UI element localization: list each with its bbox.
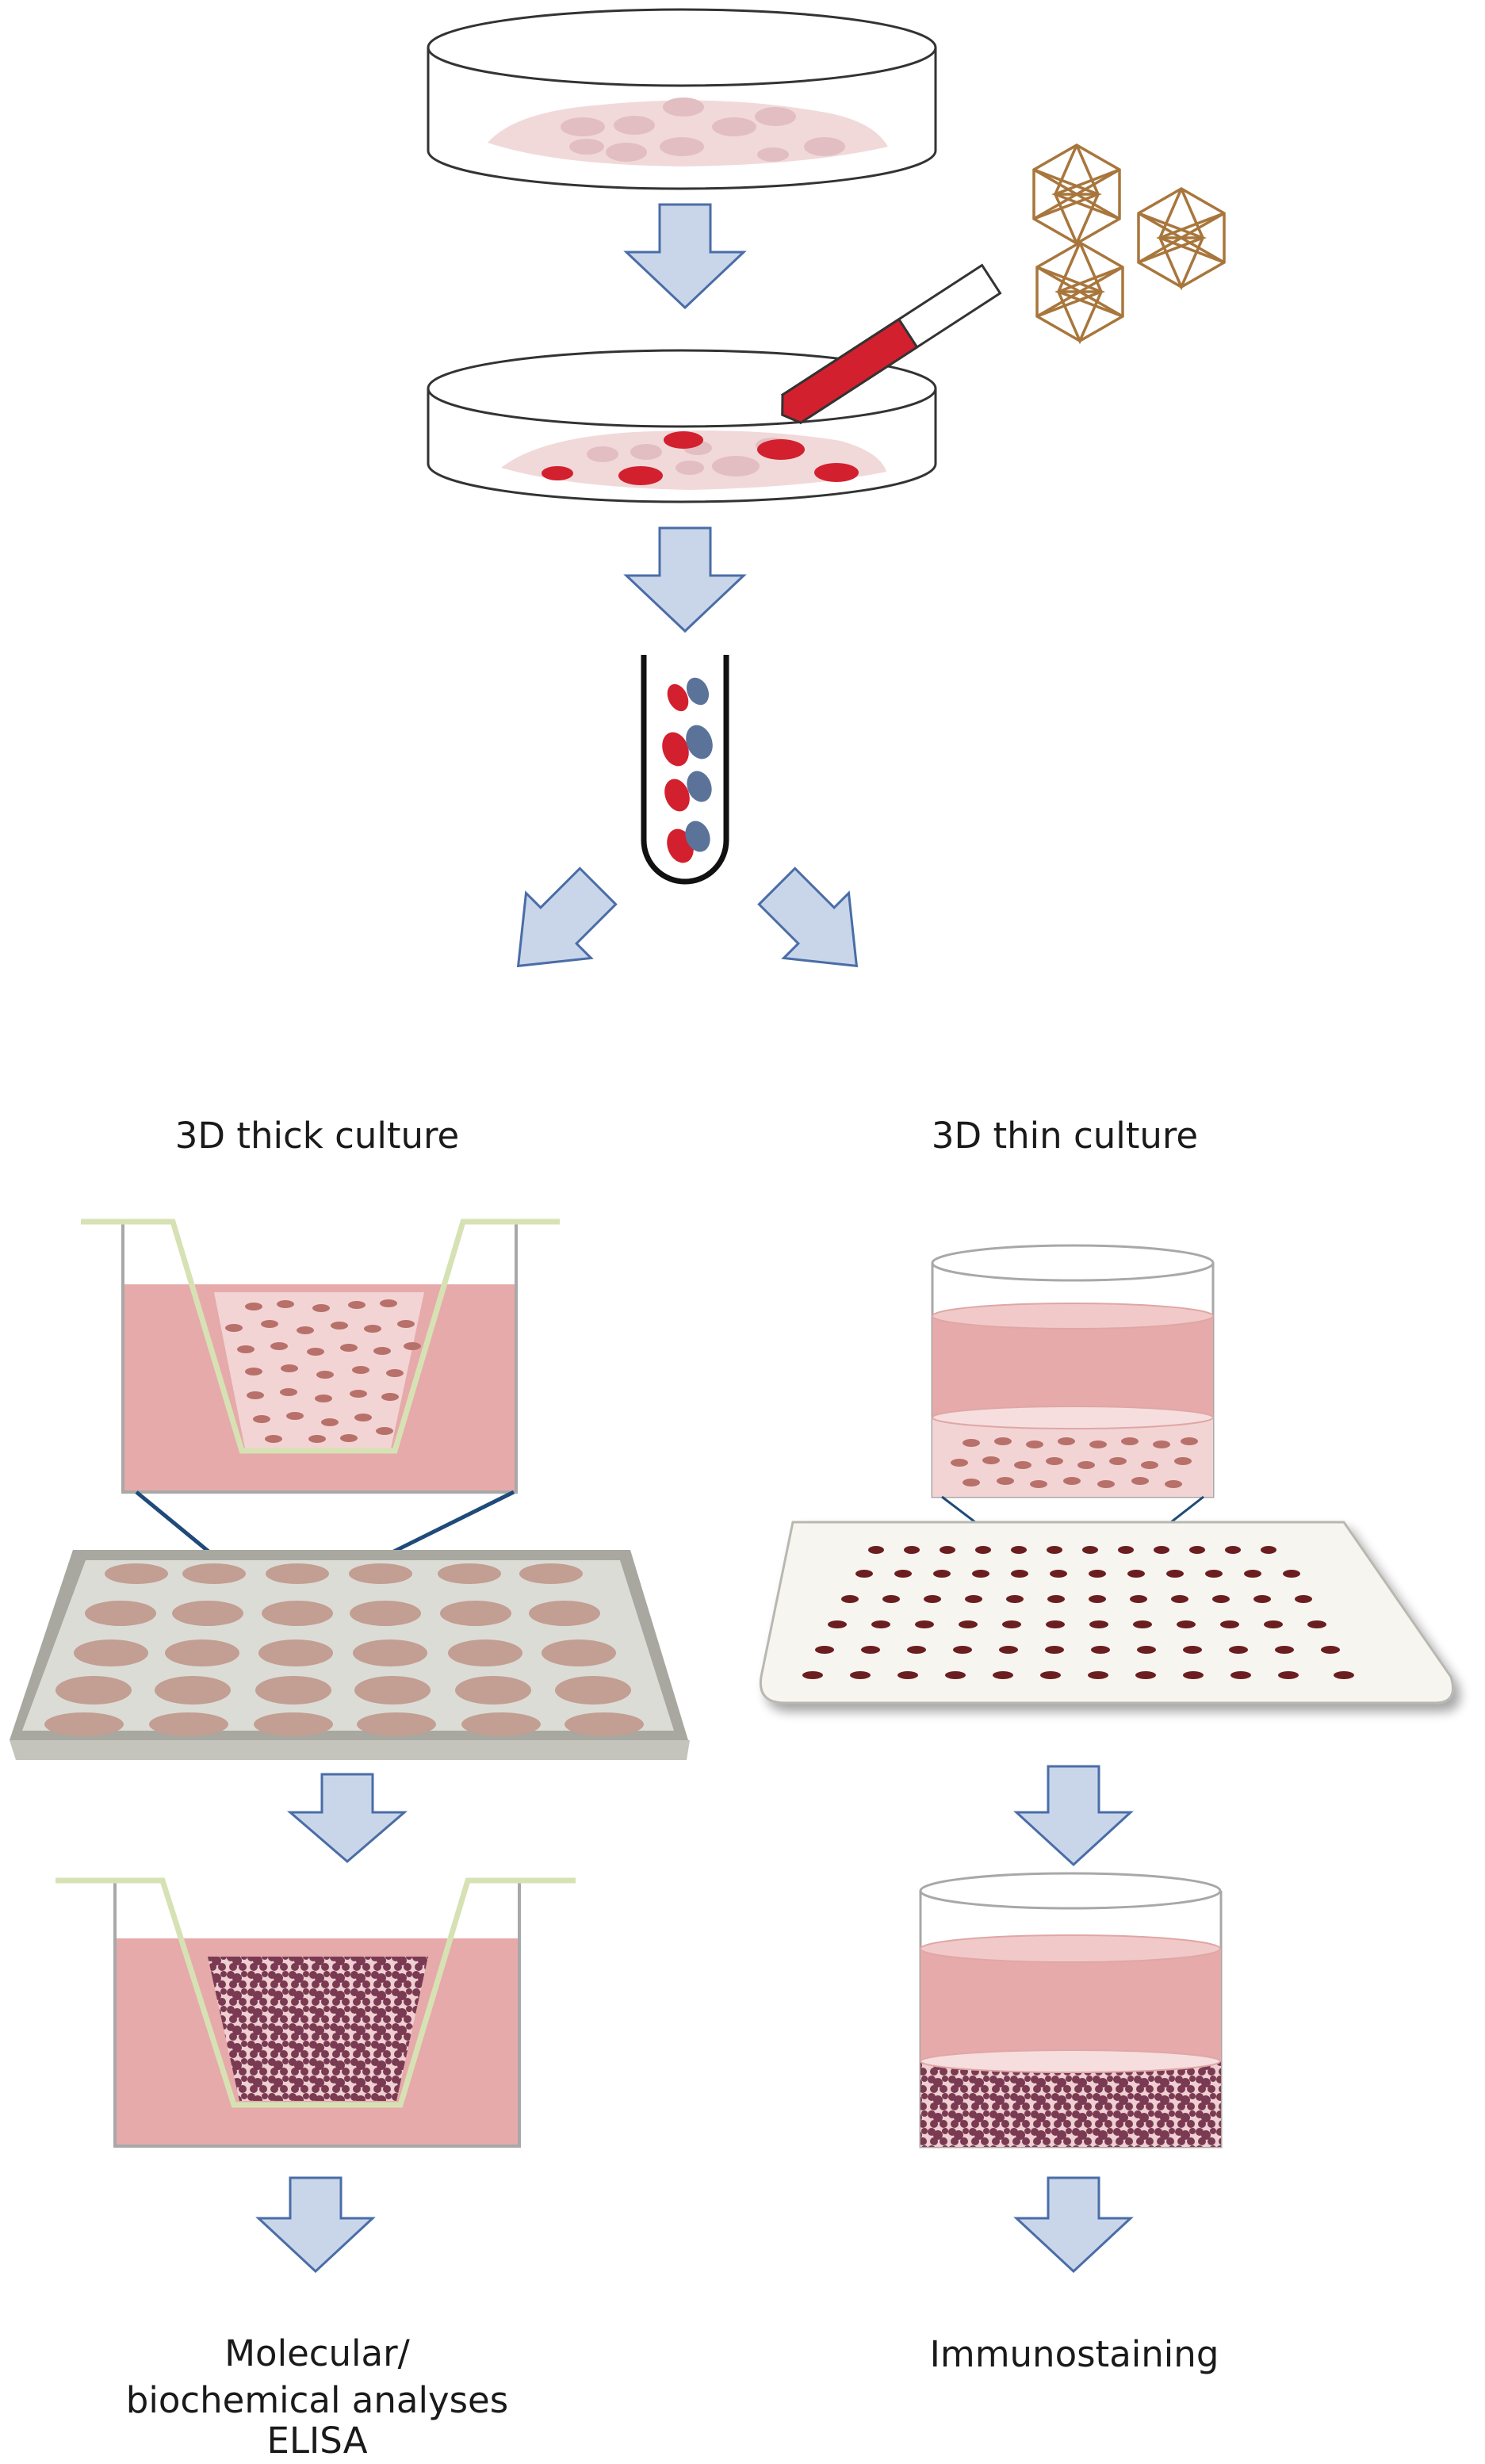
virus-icon — [1137, 186, 1226, 291]
vial-thin-cells — [931, 1244, 1215, 1498]
down-arrow-icon — [623, 526, 747, 633]
left-result-line3: ELISA — [266, 2420, 368, 2462]
thick-culture-title: 3D thick culture — [174, 1115, 460, 1157]
down-arrow-icon — [1013, 1765, 1134, 1867]
down-arrow-icon — [1013, 2176, 1134, 2274]
left-result-line1: Molecular/ — [224, 2332, 410, 2374]
thin-culture-title: 3D thin culture — [931, 1115, 1199, 1157]
down-arrow-icon — [255, 2176, 376, 2274]
left-result-line2: biochemical analyses — [125, 2379, 509, 2421]
well-plate — [10, 1550, 690, 1760]
pipette-icon — [780, 263, 1002, 425]
slide-array — [759, 1521, 1454, 1705]
virus-icon — [1035, 240, 1124, 345]
test-tube-icon — [641, 655, 729, 885]
transwell-thick-aggregates — [55, 1877, 576, 2148]
vial-thin-aggregates — [919, 1872, 1223, 2148]
right-result-label: Immunostaining — [929, 2333, 1219, 2375]
virus-icon — [1032, 143, 1121, 247]
split-arrow-left-icon — [516, 867, 618, 968]
split-arrow-right-icon — [757, 867, 859, 968]
virus-particles — [1032, 143, 1226, 345]
transwell-thick-cells — [81, 1219, 560, 1494]
down-arrow-icon — [623, 203, 747, 310]
down-arrow-icon — [286, 1773, 408, 1863]
petri-dish-untreated — [427, 8, 937, 190]
